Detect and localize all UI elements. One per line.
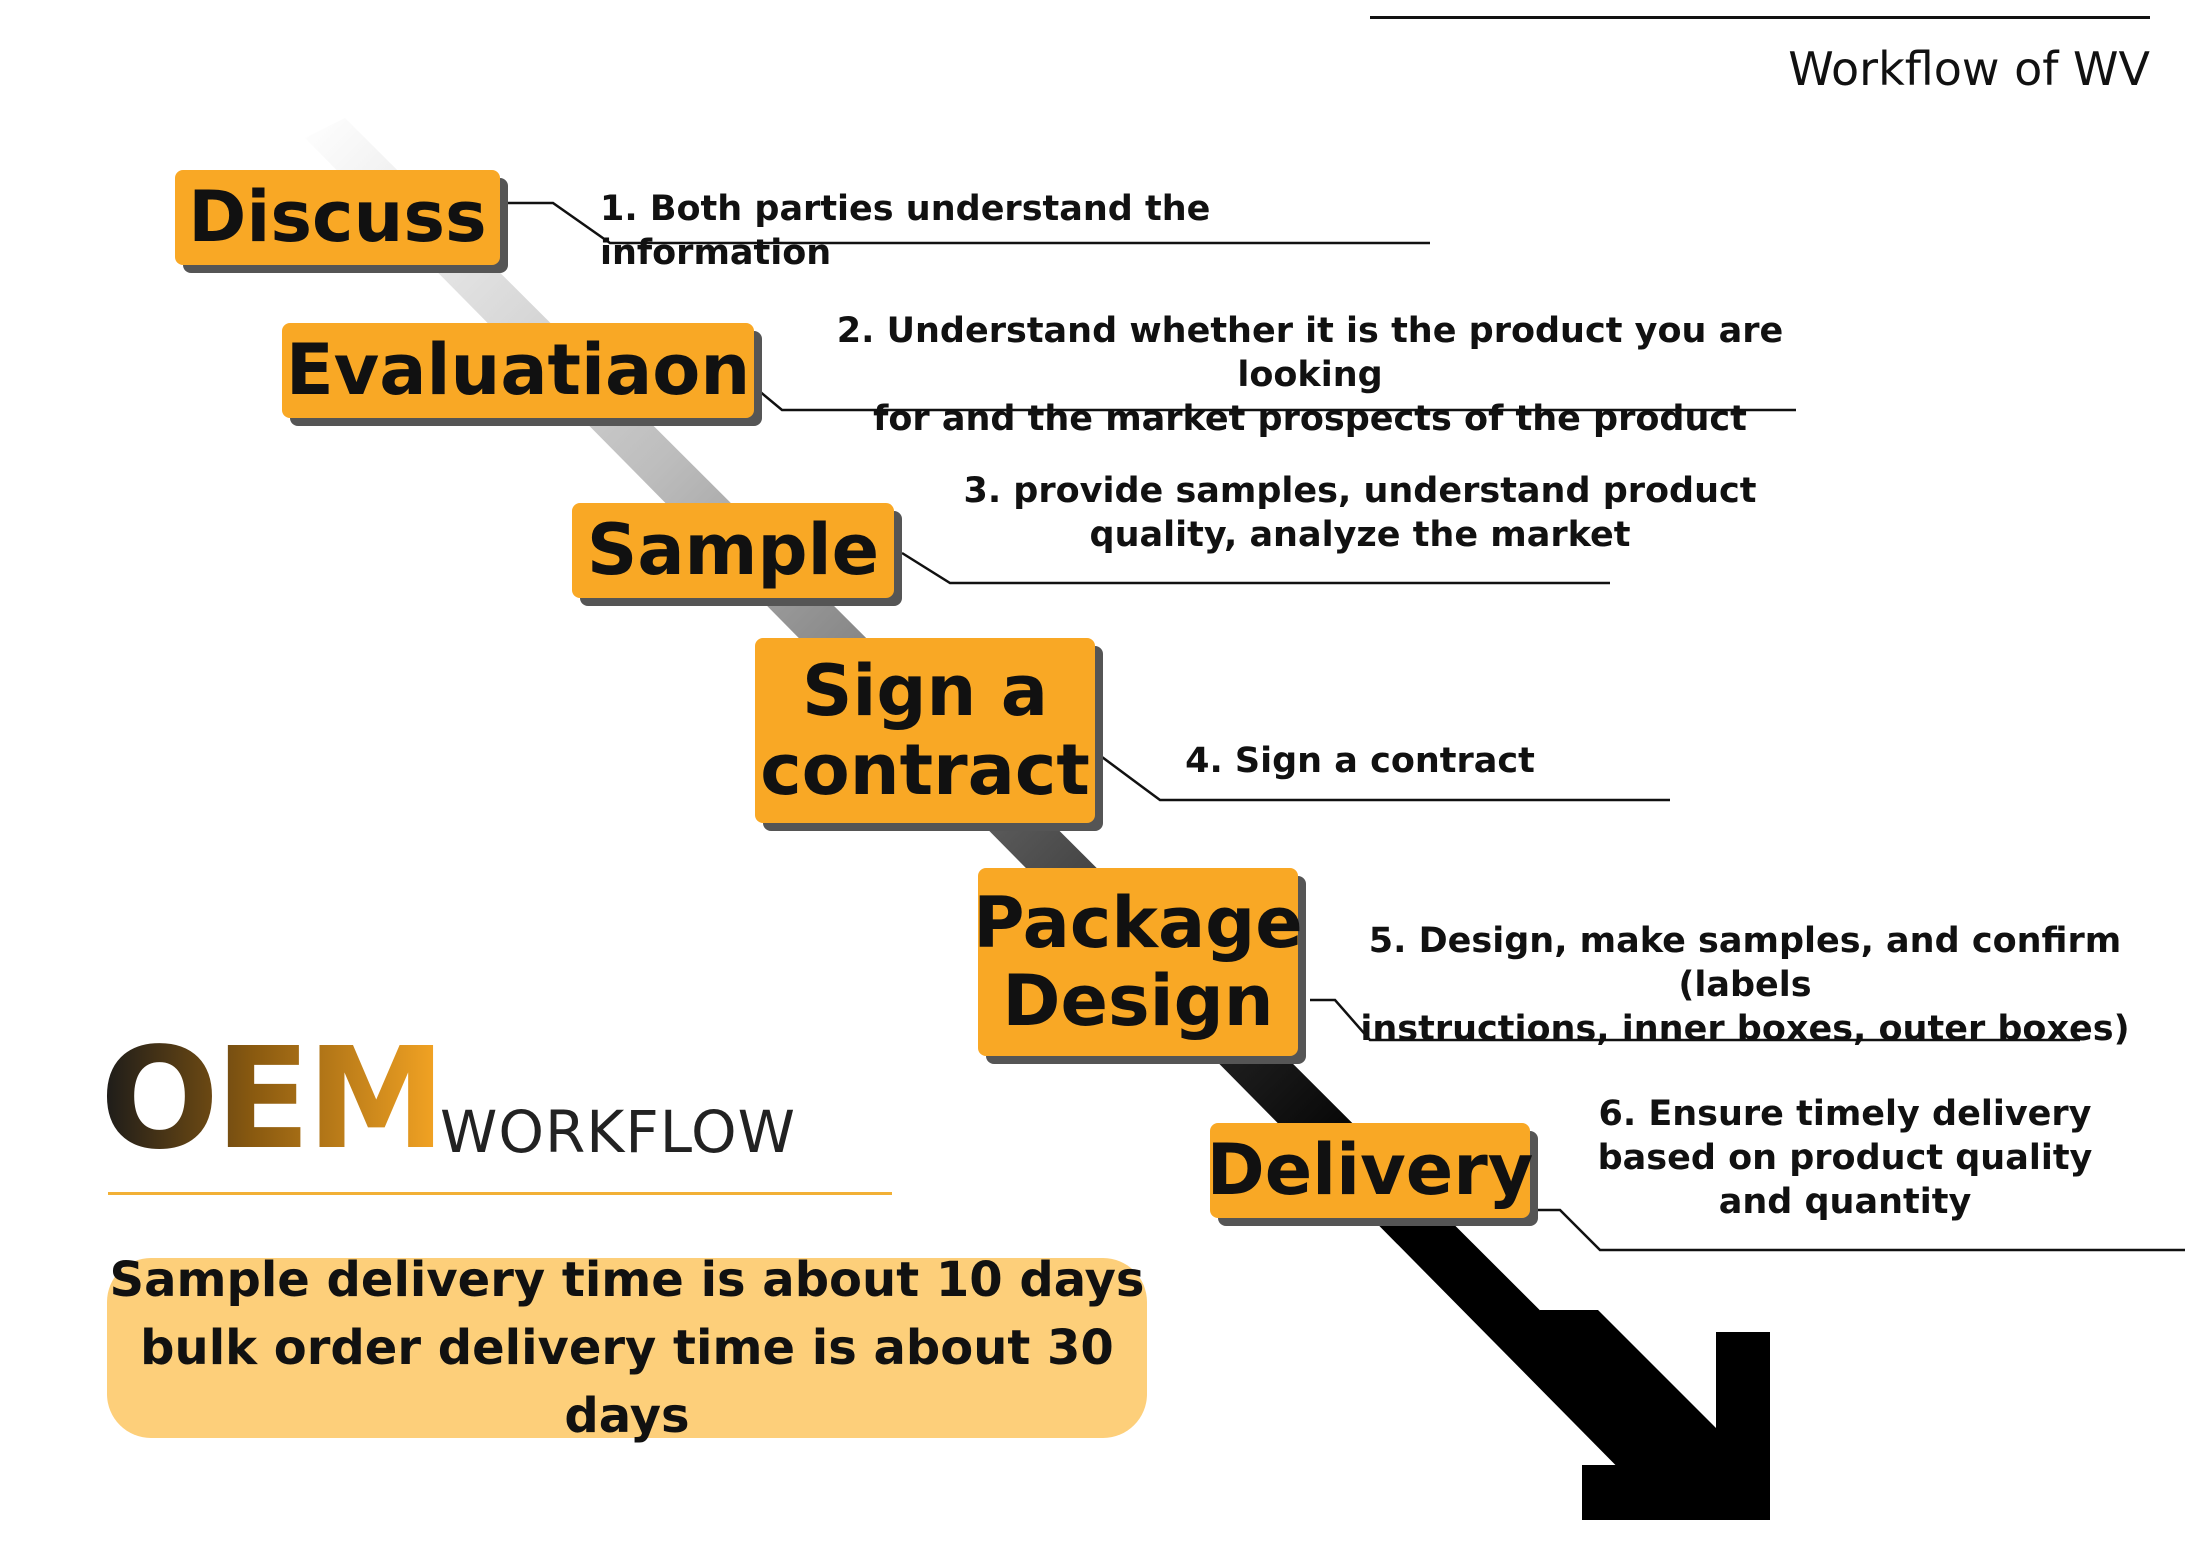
connector-lines bbox=[505, 201, 2185, 1252]
connector-6 bbox=[1537, 1208, 2185, 1252]
stage-description-5: 5. Design, make samples, and confirm (la… bbox=[1360, 921, 2130, 1049]
stage-delivery: Delivery bbox=[1207, 1123, 1533, 1218]
stage-sign-contract: Sign a contract bbox=[755, 638, 1095, 823]
oem-title: OEM bbox=[100, 1018, 446, 1181]
stage-description-6: 6. Ensure timely delivery based on produ… bbox=[1597, 1094, 2093, 1222]
connector-3 bbox=[901, 551, 1610, 585]
header-rule bbox=[1370, 16, 2150, 19]
connector-1 bbox=[505, 201, 1430, 245]
note-line-2: bulk order delivery time is about 30 day… bbox=[140, 1319, 1114, 1445]
oem-subtitle: WORKFLOW bbox=[440, 1098, 796, 1166]
note-line-1: Sample delivery time is about 10 days bbox=[109, 1251, 1145, 1308]
stage-sample: Sample bbox=[572, 503, 894, 598]
oem-underline bbox=[108, 1192, 892, 1195]
stage-description-1: 1. Both parties understand the informati… bbox=[600, 189, 1211, 273]
stage-description-3: 3. provide samples, understand product q… bbox=[963, 471, 1757, 555]
stage-description-2: 2. Understand whether it is the product … bbox=[836, 311, 1784, 439]
delivery-time-note: Sample delivery time is about 10 days bu… bbox=[107, 1252, 1147, 1444]
stage-discuss: Discuss bbox=[175, 170, 500, 265]
stage-description-4: 4. Sign a contract bbox=[1185, 741, 1535, 781]
page-title: Workflow of WV bbox=[1788, 42, 2150, 96]
arrow-head bbox=[1540, 1310, 1770, 1520]
connector-5 bbox=[1310, 998, 2080, 1042]
stage-evaluation: Evaluatiaon bbox=[282, 323, 754, 418]
connector-4 bbox=[1101, 755, 1670, 802]
stage-package-design: Package Design bbox=[973, 868, 1303, 1056]
connector-2 bbox=[757, 389, 1796, 412]
